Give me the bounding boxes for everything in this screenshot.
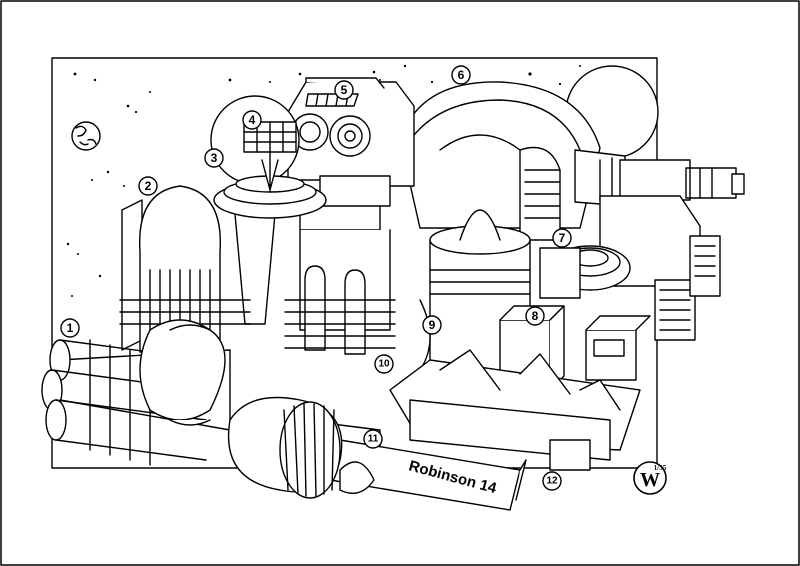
logo-letter: W xyxy=(640,469,660,491)
hull-module-6 xyxy=(399,81,601,241)
logo-scale: 1/35 xyxy=(654,464,667,472)
callout-4: 4 xyxy=(242,110,262,130)
callout-12: 12 xyxy=(542,471,562,491)
callout-9-label: 9 xyxy=(429,318,436,332)
callout-2-label: 2 xyxy=(145,179,152,193)
callout-1-label: 1 xyxy=(67,321,74,335)
callout-2: 2 xyxy=(138,176,158,196)
callout-7-label: 7 xyxy=(559,231,566,245)
callout-3: 3 xyxy=(204,148,224,168)
callout-11: 11 xyxy=(363,429,383,449)
small-planet-icon xyxy=(71,121,101,151)
publisher-logo: W 1/35 xyxy=(633,461,667,495)
callout-10: 10 xyxy=(374,354,394,374)
callout-6: 6 xyxy=(451,65,471,85)
callout-10-label: 10 xyxy=(378,359,390,370)
thruster-engine-1 xyxy=(41,319,231,466)
callout-5-label: 5 xyxy=(341,83,348,97)
callout-7: 7 xyxy=(552,228,572,248)
callout-1: 1 xyxy=(60,318,80,338)
callout-11-label: 11 xyxy=(368,434,379,445)
callout-8-label: 8 xyxy=(532,309,539,323)
callout-4-label: 4 xyxy=(249,113,256,127)
callout-9: 9 xyxy=(422,315,442,335)
callout-5: 5 xyxy=(334,80,354,100)
callout-12-label: 12 xyxy=(546,476,558,487)
base-platform-12 xyxy=(389,349,641,471)
callout-8: 8 xyxy=(525,306,545,326)
dome-module-2 xyxy=(119,185,251,353)
antenna-tower-3 xyxy=(210,95,327,325)
callout-3-label: 3 xyxy=(211,151,218,165)
turret-module-7 xyxy=(539,195,721,341)
callout-6-label: 6 xyxy=(458,68,465,82)
nose-cone xyxy=(227,396,375,499)
module-5-box xyxy=(287,77,415,187)
cannon-barrel xyxy=(574,149,745,207)
